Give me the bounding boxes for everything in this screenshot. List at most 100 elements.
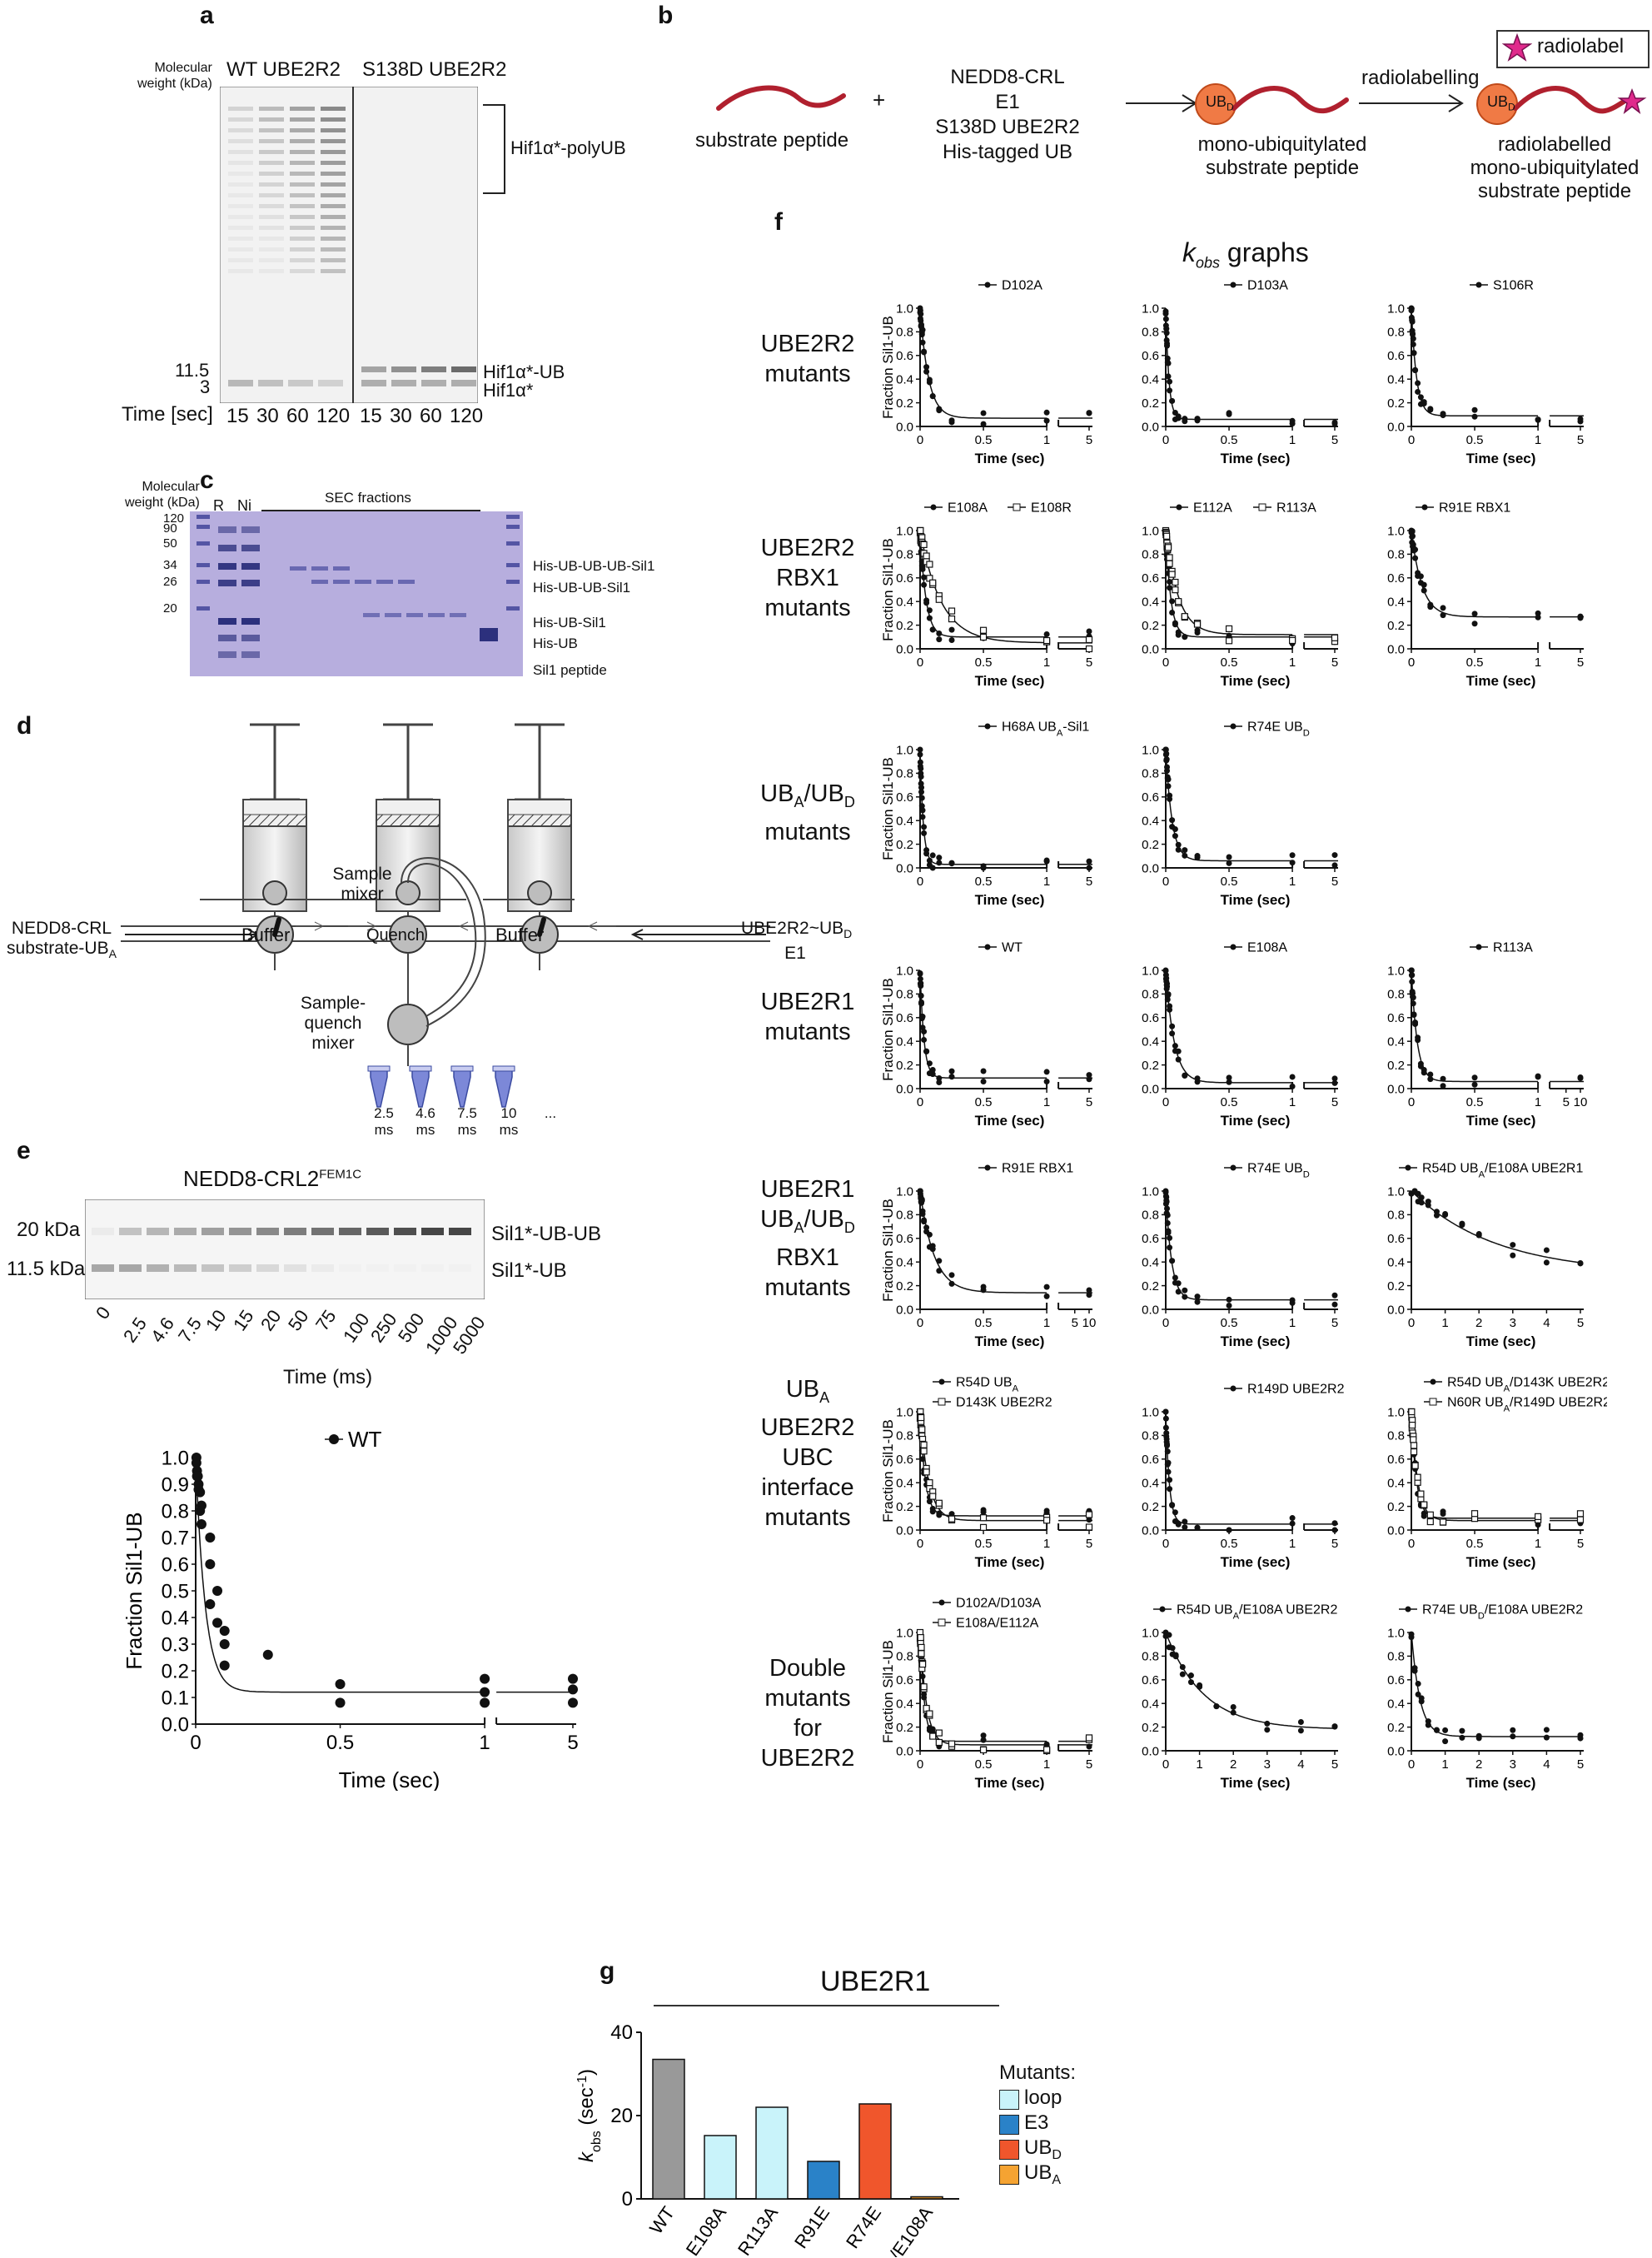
x-axis-label: Time (sec) [1466, 1775, 1536, 1791]
row-label-line: interface [761, 1473, 854, 1501]
ub-ub-band [92, 1228, 114, 1235]
polyub-band [259, 172, 284, 176]
y-tick-label: 0.6 [896, 349, 913, 363]
time-tick: 2.5 [119, 1313, 152, 1347]
ub-band [421, 1264, 444, 1272]
data-point [1409, 1421, 1416, 1429]
tube-icon [495, 1069, 513, 1108]
row-label-line: UBC [782, 1443, 833, 1471]
data-point [1167, 1244, 1173, 1251]
y-tick-label: 0.6 [896, 790, 913, 805]
y-tick-label: 0.8 [1387, 326, 1405, 340]
data-point [918, 765, 924, 772]
y-tick-label: 0.2 [1142, 619, 1159, 633]
data-point [918, 1413, 925, 1422]
x-tick-label: 5 [1086, 1757, 1092, 1772]
data-point [1411, 1665, 1418, 1672]
mono-ub-ubd-label: UBD [1206, 93, 1234, 113]
data-point [980, 1078, 987, 1084]
legend-swatch [999, 2115, 1019, 2135]
polyub-band [290, 117, 315, 122]
legend-label: R149D UBE2R2 [1247, 1383, 1345, 1397]
x-tick-label: 0 [917, 433, 923, 447]
bar [858, 2103, 892, 2200]
ub-band [119, 1264, 142, 1272]
ladder-band [506, 580, 520, 584]
polyub-band [228, 237, 253, 241]
data-point [1172, 621, 1178, 628]
polyub-band [259, 237, 284, 241]
data-point [1421, 1501, 1428, 1508]
x-axis-label: Time (sec) [1221, 1113, 1291, 1129]
data-point [1226, 1074, 1232, 1081]
y-tick-label: 0.2 [1142, 1500, 1159, 1514]
data-point [1179, 1671, 1186, 1677]
data-point [1412, 1019, 1419, 1026]
data-point [1194, 1293, 1201, 1300]
x-tick-label: 0 [1162, 875, 1169, 889]
x-tick-label: 2 [1475, 1757, 1482, 1772]
data-point [935, 1729, 943, 1737]
x-axis-label: Time (sec) [975, 1333, 1045, 1349]
y-tick-label: 0.0 [1387, 1082, 1405, 1096]
polyub-band [290, 193, 315, 197]
polyub-band [321, 107, 346, 111]
y-tick-label: 0.4 [896, 1476, 913, 1490]
data-point [926, 607, 933, 614]
data-point [936, 1268, 943, 1274]
data-point [1162, 1424, 1169, 1431]
data-point [1425, 1722, 1431, 1728]
y-tick-label: 0.0 [896, 1523, 913, 1538]
polyub-band [290, 128, 315, 132]
data-point [568, 1684, 578, 1695]
ub-ub-band [229, 1228, 251, 1235]
row-label-line: UBE2R2 [760, 1745, 855, 1772]
x-tick-label: 5 [567, 1732, 578, 1754]
y-tick-label: 0.8 [1142, 548, 1159, 562]
legend-label: E112A [1193, 501, 1232, 516]
data-point [1421, 587, 1427, 594]
time-tick: 0 [92, 1302, 115, 1323]
radiolabel-legend-text: radiolabel [1537, 35, 1625, 57]
y-tick-label: 0.0 [1142, 861, 1159, 875]
polyub-band [228, 204, 253, 208]
x-tick-label: 0 [1408, 1757, 1415, 1772]
data-point [1442, 1738, 1449, 1745]
fit-curve [919, 1632, 1047, 1742]
data-point [1043, 631, 1050, 638]
y-tick-label: 0.0 [896, 1303, 913, 1317]
sec-band [363, 613, 380, 617]
x-tick-label: 0 [1408, 1095, 1415, 1109]
data-point [921, 830, 928, 836]
data-point [1289, 860, 1296, 866]
panel-a-mw-11-5: 11.5 [175, 360, 210, 381]
data-point [935, 596, 943, 603]
x-tick-label: 0.5 [1221, 875, 1238, 889]
legend-label: D102A/D103A [956, 1597, 1042, 1611]
data-point [919, 326, 926, 333]
row-label-line: UBE2R2 [760, 331, 855, 357]
data-point [926, 1479, 933, 1487]
reagent-line: NEDD8-CRL [950, 66, 1065, 88]
data-point [1164, 1219, 1171, 1226]
ub-ub-band [174, 1228, 197, 1235]
y-tick-label: 0.6 [896, 1673, 913, 1687]
x-tick-label: 0 [917, 655, 923, 670]
x-axis-label: Time (sec) [1466, 451, 1536, 466]
data-point [1535, 614, 1541, 621]
data-point [1175, 631, 1182, 638]
data-point [917, 746, 923, 753]
data-point [1167, 378, 1173, 385]
y-tick-label: 1.0 [162, 1447, 189, 1469]
x-tick-label: 1 [1289, 1537, 1296, 1551]
data-point [1194, 1298, 1201, 1305]
y-axis-label: kobs (sec-1) [575, 2069, 604, 2162]
data-point [1167, 579, 1173, 586]
y-tick-label: 0.0 [896, 420, 913, 434]
data-point [1172, 578, 1179, 586]
data-point [936, 636, 943, 643]
data-point [262, 1649, 273, 1660]
radiolabelling-label: radiolabelling [1361, 67, 1480, 89]
